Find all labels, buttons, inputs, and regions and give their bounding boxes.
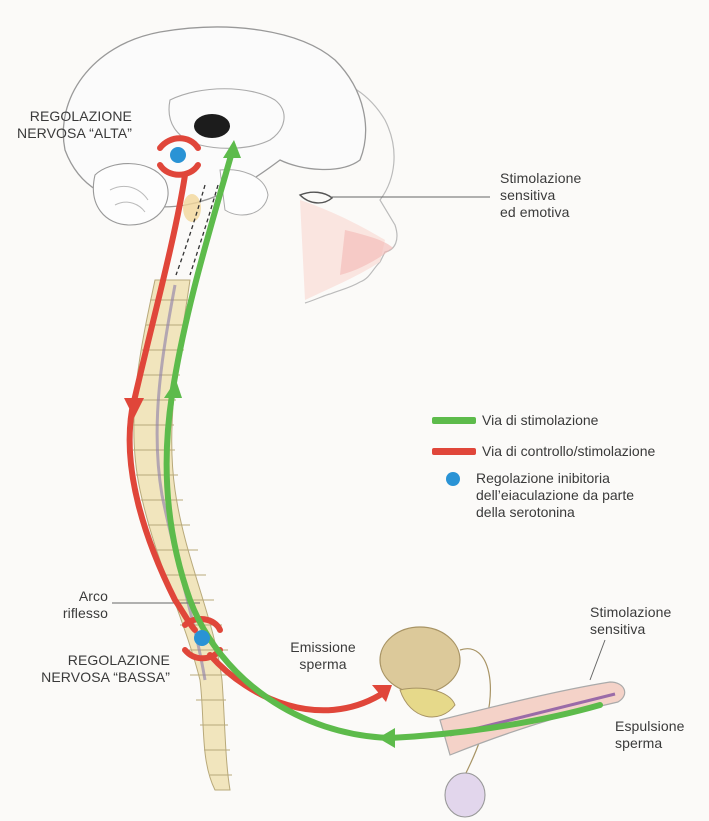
- ventricle: [194, 114, 230, 138]
- legend-stimulation: Via di stimolazione: [432, 412, 598, 429]
- head-illustration: [63, 27, 490, 303]
- legend-control: Via di controllo/stimolazione: [432, 443, 655, 460]
- serotonin-dot-low: [194, 630, 210, 646]
- legend-green-swatch: [432, 417, 476, 424]
- sensory-label: Stimolazione sensitiva: [590, 604, 671, 638]
- high-regulation-label: REGOLAZIONE NERVOSA “ALTA”: [10, 108, 132, 142]
- legend-inhibitory-text: Regolazione inibitoria dell’eiaculazione…: [476, 470, 634, 521]
- pelvic-illustration: [380, 627, 625, 817]
- cerebellum: [93, 164, 168, 225]
- expulsion-label: Espulsione sperma: [615, 718, 685, 752]
- stimulation-arrowhead-organ: [378, 728, 395, 748]
- testis: [445, 773, 485, 817]
- legend-control-text: Via di controllo/stimolazione: [482, 443, 655, 460]
- legend-blue-dot: [446, 472, 460, 486]
- sensory-emotional-label: Stimolazione sensitiva ed emotiva: [500, 170, 581, 221]
- serotonin-dot-high: [170, 147, 186, 163]
- prostate: [400, 688, 455, 717]
- reflex-arc-label: Arco riflesso: [30, 588, 108, 622]
- low-regulation-label: REGOLAZIONE NERVOSA “BASSA”: [10, 652, 170, 686]
- sensory-pointer: [590, 640, 605, 680]
- emission-label: Emissione sperma: [283, 639, 363, 673]
- legend-inhibitory: Regolazione inibitoria dell’eiaculazione…: [432, 470, 634, 521]
- legend-red-swatch: [432, 448, 476, 455]
- bladder: [380, 627, 460, 693]
- eye: [300, 192, 332, 203]
- legend-stimulation-text: Via di stimolazione: [482, 412, 598, 429]
